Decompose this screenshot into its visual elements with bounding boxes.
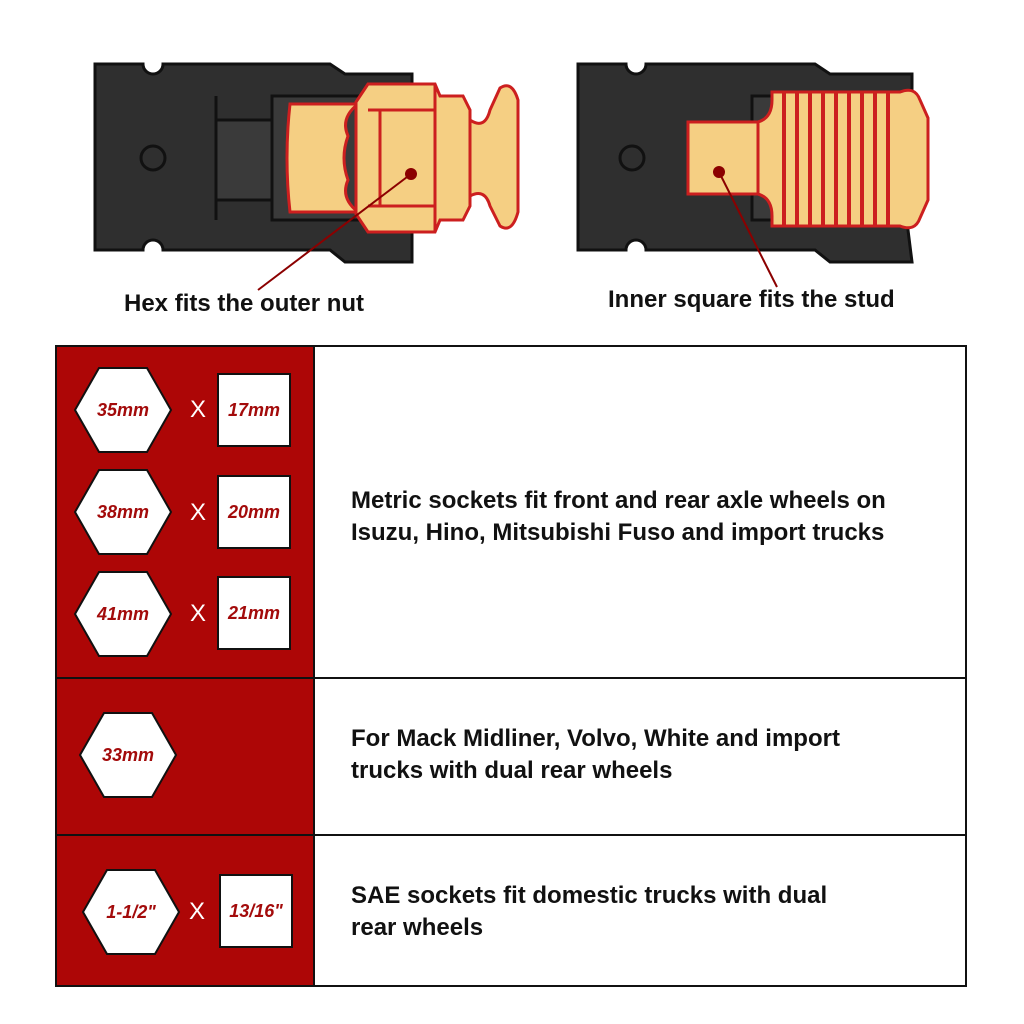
right-socket-hole [618,144,646,172]
times-separator: X [188,898,205,925]
hex-size-label: 33mm [101,745,155,765]
left-pointer-line [257,173,412,291]
hex-size-badge: 41mm [73,570,173,658]
description-cell: Metric sockets fit front and rear axle w… [315,347,965,677]
hex-size-label: 35mm [96,400,150,420]
hex-size-badge: 1-1/2" [81,868,181,956]
fitment-description: Metric sockets fit front and rear axle w… [351,485,945,549]
size-cell: 33mm [57,679,315,834]
square-size-label: 13/16" [229,901,283,921]
caption-inner-square-fits-stud: Inner square fits the stud [608,286,895,313]
size-cell: 35mm X 17mm 38mm X 20mm 41mm X 21mm [57,347,315,677]
description-line: Metric sockets fit front and rear axle w… [351,487,886,514]
square-size-badge: 21mm [217,576,291,650]
threaded-stud [686,88,930,230]
square-size-badge: 20mm [217,475,291,549]
left-socket-diagram [93,62,520,291]
table-row-metric: 35mm X 17mm 38mm X 20mm 41mm X 21mm [57,347,965,679]
caption-hex-fits-outer-nut: Hex fits the outer nut [124,290,365,317]
hex-size-badge: 38mm [73,468,173,556]
right-pointer-line [718,171,778,288]
outer-nut [285,82,520,234]
description-line: trucks with dual rear wheels [351,757,673,784]
hex-size-label: 38mm [96,502,150,522]
fitment-description: SAE sockets fit domestic trucks with dua… [351,880,945,944]
description-line: For Mack Midliner, Volvo, White and impo… [351,725,840,752]
square-size-label: 17mm [227,400,281,420]
hex-size-badge: 35mm [73,366,173,454]
hex-size-label: 41mm [96,604,150,624]
description-line: Isuzu, Hino, Mitsubishi Fuso and import … [351,519,885,546]
hex-size-label: 1-1/2" [106,902,156,922]
socket-illustrations [93,62,930,291]
hex-size-badge: 33mm [78,711,178,799]
table-row-sae: 1-1/2" X 13/16" SAE sockets fit domestic… [57,836,965,985]
description-line: rear wheels [351,914,484,941]
right-socket-diagram [576,62,930,288]
square-size-label: 21mm [227,603,281,623]
times-separator: X [189,600,206,627]
table-row-33mm: 33mm For Mack Midliner, Volvo, White and… [57,679,965,836]
description-line: SAE sockets fit domestic trucks with dua… [351,882,828,909]
left-socket-hole [139,144,167,172]
square-size-badge: 17mm [217,373,291,447]
socket-fitment-table: 35mm X 17mm 38mm X 20mm 41mm X 21mm [55,345,967,987]
times-separator: X [189,499,206,526]
square-size-label: 20mm [227,502,281,522]
description-cell: For Mack Midliner, Volvo, White and impo… [315,679,965,834]
square-size-badge: 13/16" [219,874,293,948]
fitment-description: For Mack Midliner, Volvo, White and impo… [351,723,945,787]
times-separator: X [189,396,206,423]
description-cell: SAE sockets fit domestic trucks with dua… [315,836,965,985]
size-cell: 1-1/2" X 13/16" [57,836,315,985]
